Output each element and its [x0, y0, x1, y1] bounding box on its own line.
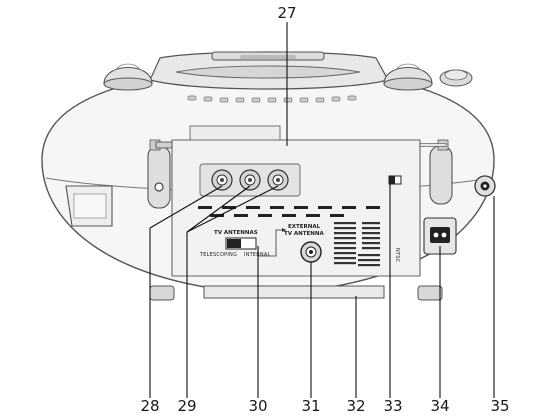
right-bracket: [429, 139, 453, 205]
rca-jack-2: [239, 169, 261, 191]
callout-34: 34: [430, 397, 449, 414]
callout-33: 33: [383, 397, 402, 414]
tv-antennas-label: TV ANTENNAS: [214, 230, 258, 236]
side-text-label: NTSC: [394, 248, 400, 263]
external-label-2: TV ANTENNA: [284, 231, 324, 237]
top-deck-inner: [175, 65, 361, 79]
rca-jacks: [199, 163, 301, 197]
handle-slot: [240, 55, 296, 59]
feet: [149, 285, 443, 301]
connector-line: [258, 229, 286, 257]
leader-lines: [149, 22, 495, 398]
ntsc-switch: [388, 175, 402, 185]
left-dome: [103, 63, 153, 91]
vent-grid: [334, 222, 380, 267]
external-antenna-jack: [300, 241, 322, 263]
telescoping-label: TELESCOPING: [199, 252, 237, 258]
left-bracket: [147, 139, 171, 209]
right-dome: [383, 63, 433, 91]
callout-31: 31: [301, 397, 320, 414]
bottom-compartment: [203, 285, 385, 299]
callout-35: 35: [490, 397, 509, 414]
callout-32: 32: [346, 397, 365, 414]
antenna-selector-switch: [225, 237, 257, 250]
external-label-1: EXTERNAL: [288, 224, 321, 230]
antenna-clip: [189, 125, 281, 141]
callout-27: 27: [277, 4, 296, 22]
vent-slots-top: [198, 206, 380, 217]
internal-label: INTERNAL: [244, 252, 270, 258]
callout-30: 30: [248, 397, 267, 414]
rca-jack-1: [211, 169, 233, 191]
ac-power-socket: [423, 217, 457, 255]
callout-29: 29: [177, 397, 196, 414]
indicator-row: [187, 95, 357, 103]
dc-jack: [474, 175, 496, 197]
callout-28: 28: [140, 397, 159, 414]
rca-jack-3: [267, 169, 289, 191]
right-knob: [439, 69, 473, 87]
